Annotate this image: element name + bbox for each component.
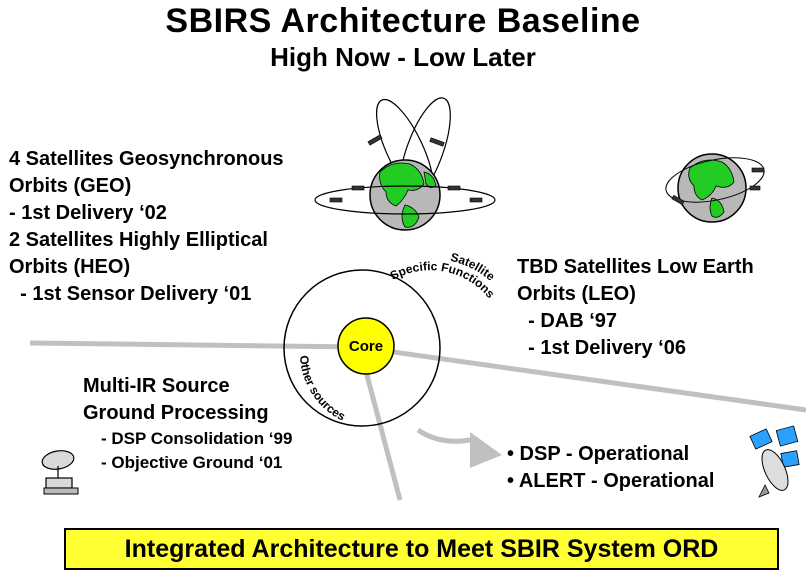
geo-heo-line: 4 Satellites Geosynchronous — [9, 148, 284, 170]
leo-line: - 1st Delivery ‘06 — [517, 337, 686, 359]
arc-label-other: Other sources — [297, 355, 348, 424]
ground-heading-line: Ground Processing — [83, 402, 269, 424]
ground-station-icon — [41, 450, 79, 495]
geo-heo-line: Orbits (HEO) — [9, 256, 131, 278]
leo-line: TBD Satellites Low Earth — [517, 256, 754, 278]
ground-block: Multi-IR Source Ground Processing - DSP … — [83, 373, 292, 475]
downlink-line — [360, 359, 403, 501]
dsp-satellite-icon — [749, 425, 800, 498]
ground-link-line — [29, 340, 363, 350]
page-title: SBIRS Architecture Baseline — [165, 2, 641, 40]
leo-link-line — [364, 345, 806, 413]
geo-heo-line: - 1st Sensor Delivery ‘01 — [9, 283, 252, 305]
leo-line: - DAB ‘97 — [517, 310, 618, 332]
operational-block: • DSP - Operational • ALERT - Operationa… — [507, 441, 714, 495]
operational-arrow-head — [470, 432, 502, 468]
ground-heading-line: Multi-IR Source — [83, 375, 230, 397]
geo-heo-line: - 1st Delivery ‘02 — [9, 202, 167, 224]
leo-globe-icon — [665, 153, 765, 223]
footer-banner: Integrated Architecture to Meet SBIR Sys… — [64, 528, 779, 570]
operational-item: • DSP - Operational — [507, 443, 690, 465]
operational-item: • ALERT - Operational — [507, 470, 715, 492]
geo-globe-icon — [314, 97, 496, 231]
geo-heo-line: 2 Satellites Highly Elliptical — [9, 229, 268, 251]
geo-heo-block: 4 Satellites Geosynchronous Orbits (GEO)… — [9, 146, 284, 308]
core-circle — [337, 317, 395, 375]
leo-line: Orbits (LEO) — [517, 283, 636, 305]
operational-arrow-line — [416, 427, 492, 453]
page-subtitle: High Now - Low Later — [270, 42, 536, 72]
leo-block: TBD Satellites Low Earth Orbits (LEO) - … — [517, 254, 754, 362]
ground-item: - DSP Consolidation ‘99 — [101, 429, 293, 448]
functions-circle — [283, 269, 441, 427]
core-label: Core — [349, 338, 383, 355]
ground-item: - Objective Ground ‘01 — [101, 453, 283, 472]
geo-heo-line: Orbits (GEO) — [9, 175, 132, 197]
